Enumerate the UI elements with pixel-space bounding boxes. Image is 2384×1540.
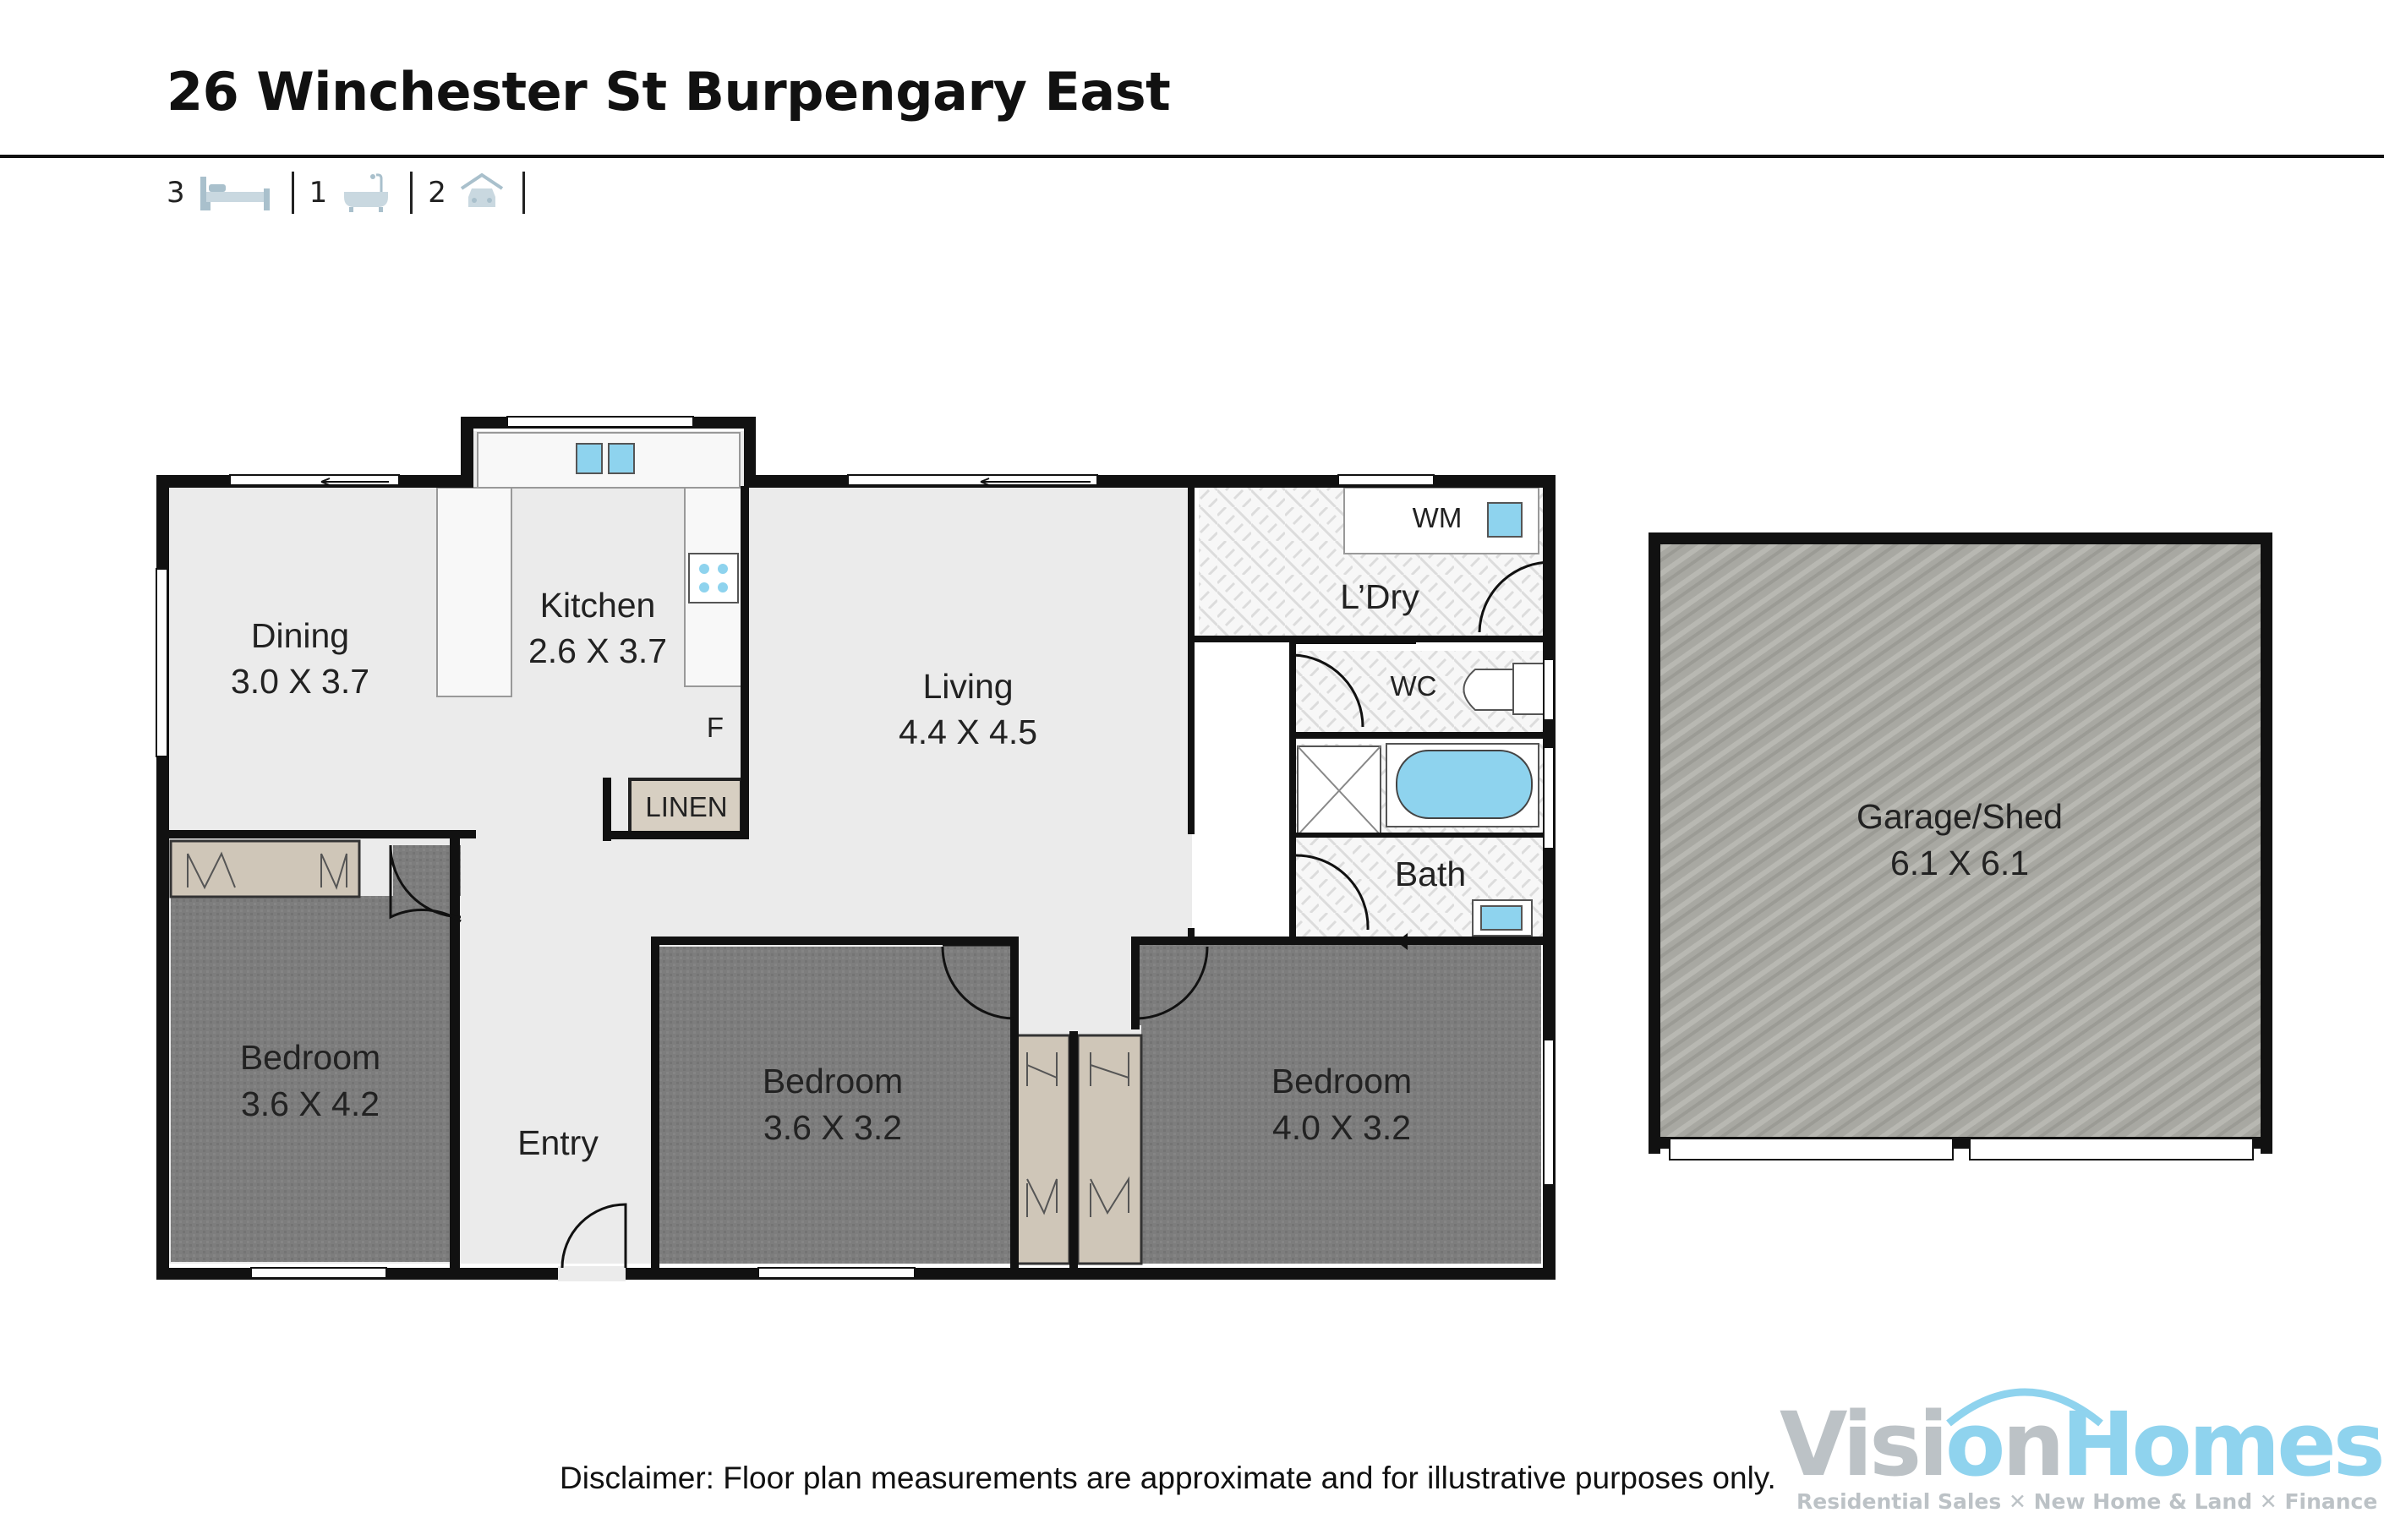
cooktop-burner: [699, 564, 709, 574]
wc-label: WC: [1391, 670, 1437, 702]
wardrobe-bedroom-2: [1013, 1034, 1071, 1265]
garage-size: 6.1 X 6.1: [1890, 844, 2029, 882]
bedroom-1-label: Bedroom: [240, 1038, 380, 1077]
car-garage-icon: [460, 172, 504, 214]
dining-size: 3.0 X 3.7: [231, 662, 369, 701]
bedroom-3-size: 4.0 X 3.2: [1272, 1108, 1411, 1147]
toilet-cistern: [1512, 663, 1548, 715]
disclaimer: Disclaimer: Floor plan measurements are …: [560, 1461, 1776, 1495]
cooktop-burner: [718, 564, 728, 574]
wardrobe-door-marks: [187, 851, 347, 890]
bathtub: [1396, 750, 1533, 819]
entry-door-opening: [558, 1266, 626, 1281]
fridge-label: F: [707, 712, 724, 743]
door-swing-bedroom-1: [389, 844, 462, 923]
logo-roof-icon: [1946, 1388, 2103, 1427]
kitchen-size: 2.6 X 3.7: [528, 631, 667, 670]
bedroom-2-label: Bedroom: [763, 1062, 903, 1100]
vision-homes-logo: VisionHomes Residential Sales ✕ New Home…: [1780, 1369, 2384, 1514]
parking-count: 2: [428, 176, 446, 210]
kitchen-island: [436, 487, 512, 697]
property-address: 26 Winchester St Burpengary East: [167, 61, 1171, 123]
dining-label: Dining: [251, 616, 349, 655]
property-features: 3 1 2: [167, 169, 540, 216]
bedroom-2-entry-carpet: [943, 945, 1019, 1025]
windows: [156, 416, 1555, 1279]
logo-tagline: Residential Sales ✕ New Home & Land ✕ Fi…: [1796, 1489, 2378, 1514]
bedroom-3-label: Bedroom: [1271, 1062, 1412, 1100]
wardrobe-bedroom-1: [169, 839, 361, 898]
door-swing-wc: [1293, 653, 1364, 728]
kitchen-sink: [576, 443, 603, 474]
bedroom-count: 3: [167, 176, 185, 210]
header-divider: [0, 155, 2384, 158]
garage-door: [1969, 1138, 2254, 1160]
shower-cross: [1297, 745, 1381, 836]
bedroom-2-size: 3.6 X 3.2: [763, 1108, 902, 1147]
feature-separator: [410, 172, 413, 214]
bedroom-1-size: 3.6 X 4.2: [241, 1084, 380, 1123]
linen-label: LINEN: [645, 791, 727, 822]
bath-door-arrow: [1397, 933, 1408, 950]
feature-separator: [291, 172, 294, 214]
linen-cupboard: [628, 778, 743, 836]
feature-separator: [522, 172, 525, 214]
wardrobe-bedroom-3: [1076, 1034, 1143, 1265]
wardrobe-door-marks: [1026, 1052, 1058, 1217]
laundry-label: L’Dry: [1340, 577, 1419, 616]
bathtub-icon: [341, 172, 391, 214]
door-swing-bedroom-3: [1136, 946, 1209, 1020]
bed-icon: [199, 172, 273, 214]
bathroom-count: 1: [309, 176, 328, 210]
garage-door: [1669, 1138, 1954, 1160]
bath-basin: [1480, 905, 1523, 931]
door-swing-bedroom-2: [941, 943, 1015, 1020]
living-size: 4.4 X 4.5: [899, 713, 1037, 751]
washing-machine: [1487, 502, 1523, 538]
door-swing-laundry: [1478, 560, 1555, 633]
bedroom-1-carpet: [171, 896, 460, 1262]
entry-door-swing: [560, 1203, 627, 1269]
door-swing-bath: [1293, 854, 1370, 931]
kitchen-sink: [608, 443, 635, 474]
bath-label: Bath: [1395, 855, 1466, 893]
cooktop: [688, 553, 739, 603]
garage-label: Garage/Shed: [1856, 797, 2063, 836]
entry-label: Entry: [517, 1123, 599, 1162]
cooktop-burner: [699, 582, 709, 593]
living-label: Living: [922, 667, 1013, 706]
garage-floor: [1657, 541, 2266, 1141]
sliding-door-arrow: [320, 478, 389, 486]
cooktop-burner: [718, 582, 728, 593]
toilet-bowl: [1463, 669, 1514, 711]
wardrobe-door-marks: [1090, 1052, 1129, 1217]
sliding-door-arrow: [980, 478, 1091, 486]
logo-wordmark: VisionHomes: [1780, 1393, 2384, 1496]
washing-machine-label: WM: [1413, 502, 1463, 533]
kitchen-label: Kitchen: [540, 586, 656, 625]
